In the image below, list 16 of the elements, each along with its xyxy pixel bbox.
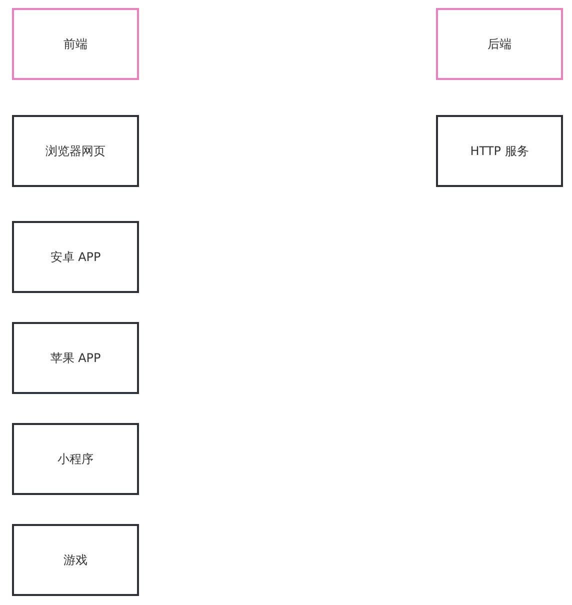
process-box — [12, 423, 139, 495]
box-label: 小程序 — [58, 450, 94, 468]
box-label: 后端 — [488, 36, 512, 52]
box-label: 安卓 APP — [50, 248, 101, 266]
process-box — [12, 221, 139, 293]
process-box — [436, 115, 563, 187]
box-label: 游戏 — [64, 552, 88, 568]
box-label: 浏览器网页 — [46, 142, 106, 160]
header-box — [436, 8, 563, 80]
box-label: 苹果 APP — [50, 350, 101, 366]
header-box — [12, 8, 139, 80]
process-box — [12, 322, 139, 394]
box-label: 前端 — [64, 36, 88, 52]
process-box — [12, 524, 139, 596]
box-label: HTTP 服务 — [470, 142, 529, 160]
process-box — [12, 115, 139, 187]
